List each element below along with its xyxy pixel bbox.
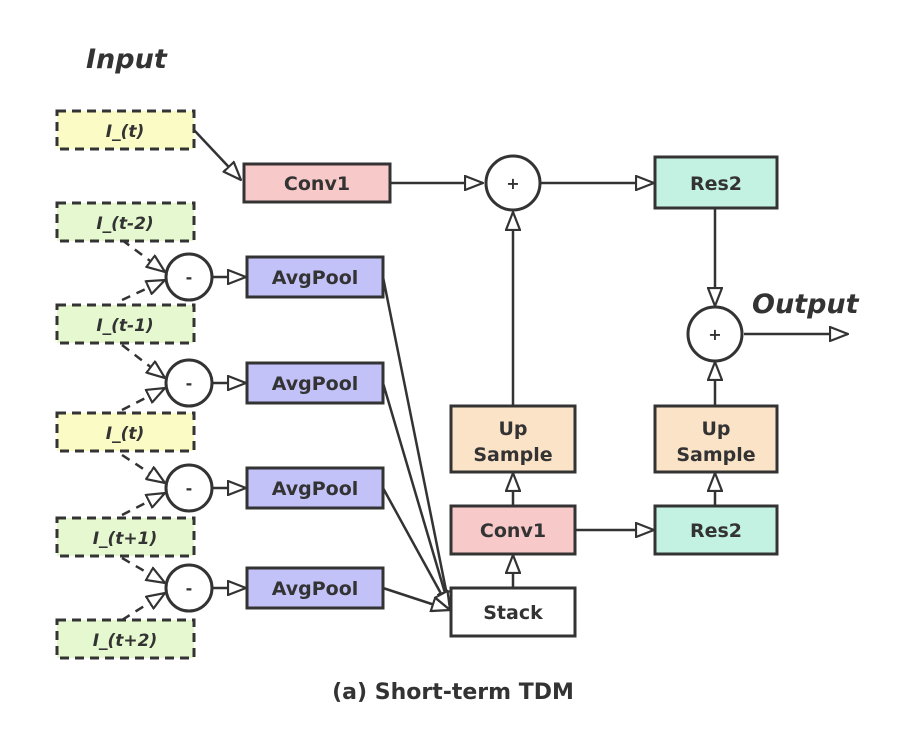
input-frame-t-minus-1: I_(t-1)	[55, 303, 196, 345]
output-heading: Output	[752, 289, 860, 320]
connections	[121, 129, 848, 622]
input-frame-t-minus-2-label: I_(t-2)	[96, 214, 153, 234]
input-frame-top: I_(t)	[55, 109, 196, 151]
upsample-block-right-line2: Sample	[676, 444, 755, 466]
diff-node-3: -	[164, 463, 214, 513]
diff-node-4-symbol: -	[186, 579, 193, 598]
edge-pool1-to-stack	[381, 276, 450, 610]
res2-block-top-label: Res2	[690, 173, 742, 195]
res2-block-bottom: Res2	[653, 504, 779, 556]
diff-node-2: -	[164, 358, 214, 408]
diff-node-4: -	[164, 563, 214, 613]
upsample-block-left-line1: Up	[498, 418, 527, 440]
avgpool-block-4-label: AvgPool	[272, 578, 359, 600]
sum-node-output-symbol: +	[708, 325, 721, 344]
input-frame-top-label: I_(t)	[106, 122, 145, 142]
figure-caption: (a) Short-term TDM	[332, 680, 574, 705]
input-frame-t: I_(t)	[55, 411, 196, 453]
stack-block: Stack	[449, 586, 577, 638]
upsample-block-left-line2: Sample	[473, 444, 552, 466]
input-frame-t-minus-2: I_(t-2)	[55, 201, 196, 243]
avgpool-block-1-label: AvgPool	[272, 267, 359, 289]
sum-node-output: +	[686, 305, 744, 363]
edge-pool4-to-stack	[382, 586, 450, 610]
diff-node-2-symbol: -	[186, 374, 193, 393]
input-frame-t-plus-2-label: I_(t+2)	[93, 631, 158, 651]
edge-input-t-2-to-diff1	[121, 238, 165, 272]
sum-node-top: +	[484, 154, 542, 212]
diff-node-1: -	[164, 252, 214, 302]
edge-input-t-to-diff3	[121, 453, 165, 483]
res2-block-top: Res2	[653, 155, 779, 210]
input-frame-t-plus-2: I_(t+2)	[55, 618, 196, 660]
avgpool-block-2-label: AvgPool	[272, 373, 359, 395]
edge-pool3-to-stack	[381, 487, 450, 610]
avgpool-block-3: AvgPool	[245, 466, 385, 510]
stack-block-label: Stack	[483, 602, 543, 624]
conv1-block-bottom: Conv1	[449, 504, 577, 556]
edge-input-t+1-to-diff3	[121, 493, 165, 517]
avgpool-block-3-label: AvgPool	[272, 478, 359, 500]
diff-node-1-symbol: -	[186, 268, 193, 287]
edge-input-t-1-to-diff2	[121, 344, 165, 378]
edge-pool2-to-stack	[381, 382, 450, 610]
diff-node-3-symbol: -	[186, 479, 193, 498]
avgpool-block-2: AvgPool	[245, 361, 385, 405]
res2-block-bottom-label: Res2	[690, 520, 742, 542]
upsample-block-right-line1: Up	[701, 418, 730, 440]
upsample-block-left: Up Sample	[449, 404, 577, 474]
upsample-block-right: Up Sample	[653, 404, 779, 474]
conv1-block-top: Conv1	[242, 162, 392, 204]
input-frame-t-minus-1-label: I_(t-1)	[96, 316, 153, 336]
avgpool-block-1: AvgPool	[245, 255, 385, 299]
edge-input-t+1-to-diff4	[121, 556, 165, 583]
sum-node-top-symbol: +	[506, 174, 519, 193]
input-heading: Input	[86, 44, 168, 75]
input-frame-t-label: I_(t)	[106, 424, 145, 444]
conv1-block-bottom-label: Conv1	[480, 520, 546, 542]
conv1-block-top-label: Conv1	[284, 173, 350, 195]
edge-input-t-to-diff2	[121, 388, 165, 412]
avgpool-block-4: AvgPool	[245, 566, 385, 610]
edge-input-t-1-to-diff1	[121, 280, 165, 302]
edge-input-t+2-to-diff4	[121, 593, 165, 622]
input-frame-t-plus-1-label: I_(t+1)	[93, 529, 158, 549]
edge-input-to-conv1	[193, 129, 241, 180]
input-frame-t-plus-1: I_(t+1)	[55, 516, 196, 558]
